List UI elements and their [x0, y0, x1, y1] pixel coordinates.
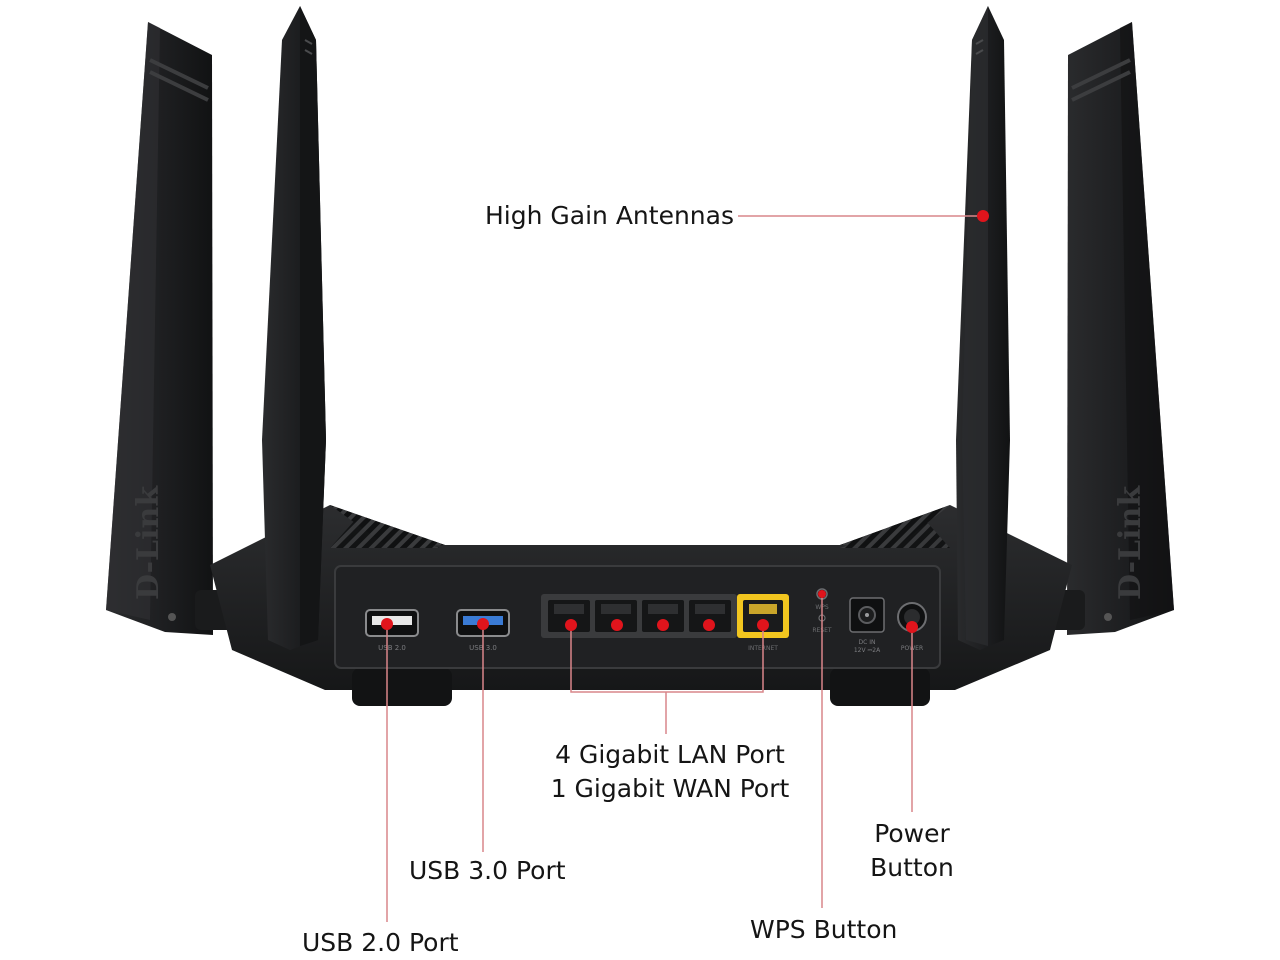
lan-port-3: [642, 600, 684, 632]
antenna-right-brand: D-Link: [1113, 485, 1148, 600]
router-body: [210, 505, 1072, 706]
lan-port-3-dot: [657, 619, 669, 631]
lan-wan-callout-label: 4 Gigabit LAN Port 1 Gigabit WAN Port: [551, 738, 790, 806]
usb3-callout-dot: [477, 618, 489, 630]
callout-dots: [381, 210, 989, 633]
wan-callout-text: 1 Gigabit WAN Port: [550, 774, 790, 803]
lan-port-1: [548, 600, 590, 632]
wan-port-dot: [757, 619, 769, 631]
antenna-left-outer: D-Link: [106, 22, 213, 635]
lan-port-4-dot: [703, 619, 715, 631]
usb3-callout-label: USB 3.0 Port: [409, 854, 566, 888]
lan-port-2: [595, 600, 637, 632]
dc-in-label: DC IN: [859, 639, 876, 646]
lan-port-1-dot: [565, 619, 577, 631]
antenna-left-inner: [262, 6, 326, 650]
antenna-right-outer: D-Link: [1067, 22, 1174, 635]
power-callout-dot: [906, 621, 918, 633]
lan-port-4: [689, 600, 731, 632]
dc-rating-label: 12V ⎓2A: [854, 647, 881, 654]
power-callout-text-2: Button: [870, 853, 954, 882]
power-callout-label: Power Button: [870, 817, 954, 885]
wps-callout-label: WPS Button: [750, 913, 897, 947]
dc-in-jack: DC IN 12V ⎓2A: [849, 597, 885, 654]
antenna-callout-text: High Gain Antennas: [485, 201, 734, 230]
usb2-callout-text: USB 2.0 Port: [302, 928, 459, 957]
antenna-callout-dot: [977, 210, 989, 222]
callout-lines: [386, 215, 983, 922]
lan-wan-bracket-line: [570, 625, 764, 693]
antenna-left-brand: D-Link: [131, 485, 166, 600]
usb3-callout-text: USB 3.0 Port: [409, 856, 566, 885]
ethernet-port-block: [541, 594, 737, 638]
lan-port-2-dot: [611, 619, 623, 631]
antenna-right-inner: [956, 6, 1010, 650]
antenna-callout-label: High Gain Antennas: [485, 199, 734, 233]
lan-callout-text: 4 Gigabit LAN Port: [555, 740, 785, 769]
usb2-callout-label: USB 2.0 Port: [302, 926, 459, 960]
wps-callout-dot: [818, 590, 826, 598]
usb2-callout-dot: [381, 618, 393, 630]
wps-callout-text: WPS Button: [750, 915, 898, 944]
usb2-port-label: USB 2.0: [378, 644, 406, 652]
power-callout-text-1: Power: [874, 819, 950, 848]
